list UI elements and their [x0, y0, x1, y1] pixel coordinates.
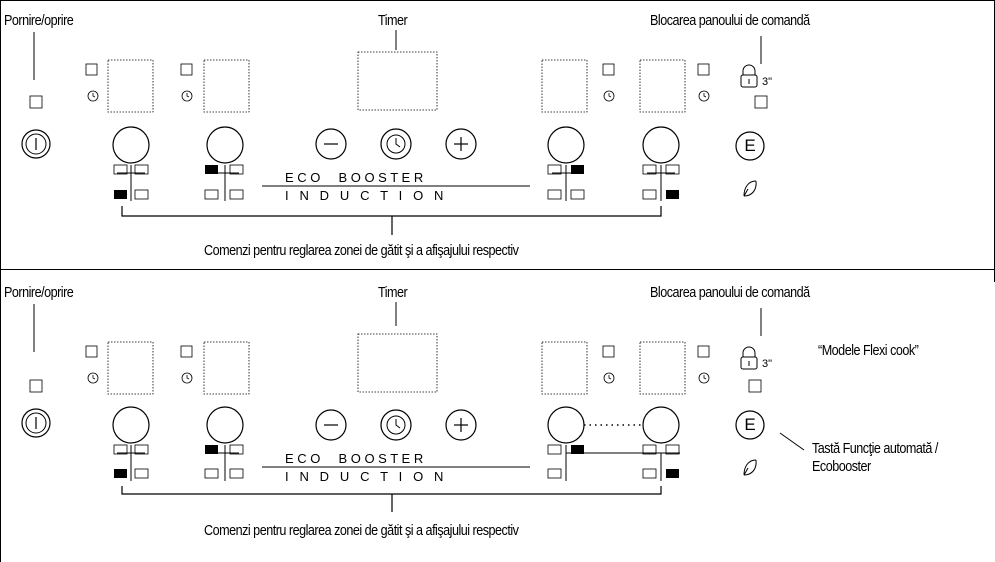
- lock-label: Blocarea panoului de comandă: [650, 284, 810, 301]
- brand-line1: E C O B O O S T E R: [285, 170, 424, 185]
- zone4-button[interactable]: [642, 406, 680, 444]
- lock-time: 3": [762, 358, 773, 370]
- brand-line2: I N D U C T I O N: [285, 469, 444, 484]
- zone-controls-bracket: [121, 206, 662, 217]
- zone1-button[interactable]: [112, 406, 150, 444]
- zone3-button[interactable]: [547, 126, 585, 164]
- top-panel-border: [0, 0, 995, 270]
- lock-indicator: [748, 379, 762, 393]
- zone2-button[interactable]: [206, 406, 244, 444]
- zone1-timer-icon: [87, 90, 99, 102]
- e-key-button[interactable]: [735, 131, 765, 161]
- zone3-indicator: [602, 345, 615, 358]
- zone4-display: [639, 341, 686, 395]
- zone3-timer-icon: [603, 372, 615, 384]
- timer-display: [357, 333, 438, 393]
- auto-key-label-line2: Ecobooster: [812, 458, 871, 475]
- timer-button[interactable]: [380, 128, 412, 160]
- zone4-timer-icon: [698, 372, 710, 384]
- brand-line1: E C O B O O S T E R: [285, 451, 424, 466]
- timer-plus-button[interactable]: [445, 409, 477, 441]
- timer-label: Timer: [378, 284, 408, 301]
- zone3-timer-icon: [603, 90, 615, 102]
- power-label: Pornire/oprire: [4, 284, 74, 301]
- zone1-display: [107, 341, 154, 395]
- e-key-button[interactable]: [735, 410, 765, 440]
- lock-icon: [740, 64, 758, 88]
- zone3-position-icon: [547, 164, 585, 201]
- bottom-panel: Pornire/oprire Timer Blocarea panoului d…: [0, 270, 995, 562]
- zone4-indicator: [697, 345, 710, 358]
- leaf-icon: [743, 459, 757, 476]
- timer-plus-button[interactable]: [445, 128, 477, 160]
- zone-controls-bracket: [121, 486, 662, 495]
- zone1-position-icon: [113, 444, 149, 481]
- zone1-position-icon: [113, 164, 149, 201]
- zone2-display: [203, 341, 250, 395]
- zone2-display: [203, 59, 250, 113]
- power-button[interactable]: [21, 129, 51, 159]
- timer-label: Timer: [378, 12, 408, 29]
- zone1-indicator: [85, 63, 98, 76]
- zone1-timer-icon: [87, 372, 99, 384]
- zone1-display: [107, 59, 154, 113]
- top-panel: Pornire/oprire Timer Blocarea panoului d…: [0, 0, 995, 270]
- zone4-timer-icon: [698, 90, 710, 102]
- zone3-display: [541, 341, 588, 395]
- timer-button[interactable]: [380, 409, 412, 441]
- e-key-glyph: E: [744, 136, 756, 155]
- zone2-timer-icon: [181, 372, 193, 384]
- power-button[interactable]: [21, 408, 51, 438]
- timer-minus-button[interactable]: [315, 409, 347, 441]
- lock-indicator: [754, 95, 768, 109]
- lock-time: 3": [762, 76, 773, 88]
- zone4-button[interactable]: [642, 126, 680, 164]
- zone2-indicator: [180, 345, 193, 358]
- timer-display: [357, 51, 438, 111]
- flexi-models-label: “Modele Flexi cook”: [818, 342, 919, 359]
- power-indicator: [29, 95, 43, 109]
- zone2-button[interactable]: [206, 126, 244, 164]
- zone4-indicator: [697, 63, 710, 76]
- flexi-position-icon: [547, 444, 680, 481]
- zone3-button[interactable]: [547, 406, 585, 444]
- zone1-indicator: [85, 345, 98, 358]
- zone2-indicator: [180, 63, 193, 76]
- leaf-icon: [743, 180, 757, 197]
- power-indicator: [29, 379, 43, 393]
- zone4-display: [639, 59, 686, 113]
- top-panel-drawing: [0, 0, 995, 270]
- zone4-position-icon: [642, 164, 680, 201]
- zone2-timer-icon: [181, 90, 193, 102]
- brand-line2: I N D U C T I O N: [285, 188, 444, 203]
- timer-minus-button[interactable]: [315, 128, 347, 160]
- zone2-position-icon: [204, 444, 244, 481]
- zone3-indicator: [602, 63, 615, 76]
- auto-key-leader-line: [779, 432, 805, 451]
- power-label: Pornire/oprire: [4, 12, 74, 29]
- zone2-position-icon: [204, 164, 244, 201]
- e-key-glyph: E: [744, 415, 756, 434]
- auto-key-label-line1: Tastă Funcţie automată /: [812, 440, 938, 457]
- zone-controls-label: Comenzi pentru reglarea zonei de gătit ş…: [204, 522, 519, 539]
- lock-label: Blocarea panoului de comandă: [650, 12, 810, 29]
- lock-icon: [740, 346, 758, 370]
- zone-controls-label: Comenzi pentru reglarea zonei de gătit ş…: [204, 242, 519, 259]
- zone1-button[interactable]: [112, 126, 150, 164]
- zone3-display: [541, 59, 588, 113]
- bottom-panel-drawing: [0, 270, 995, 562]
